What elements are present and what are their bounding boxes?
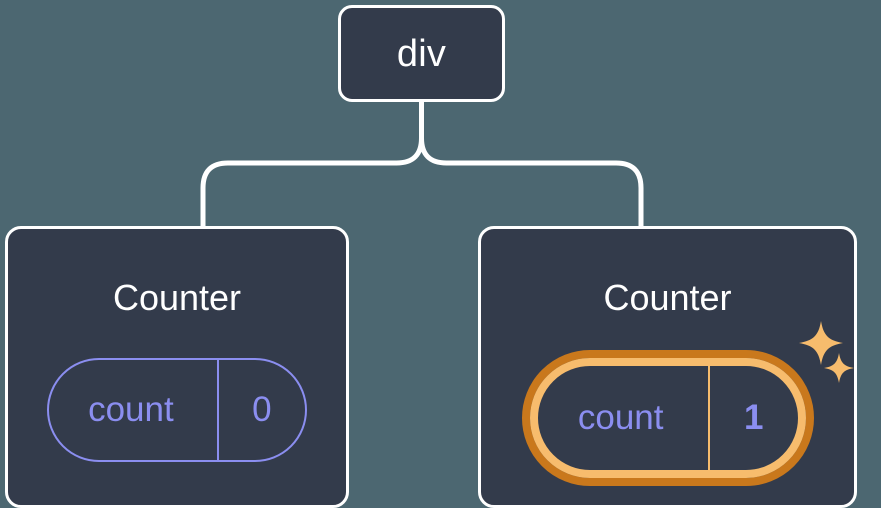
state-value-label: 1 (743, 398, 764, 437)
state-value-label: 0 (252, 390, 272, 429)
state-highlight-ring-outer: count 1 (521, 350, 814, 486)
state-pill-count[interactable]: count 0 (47, 358, 307, 462)
counter-left-state-wrap: count 0 (47, 358, 307, 462)
state-divider (216, 360, 219, 460)
diagram-canvas: div Counter count 0 Counter count 1 (5, 5, 857, 508)
state-divider (707, 366, 710, 470)
counter-right-state-wrap: count 1 (521, 350, 814, 486)
state-key-label: count (88, 390, 174, 429)
state-pill-count-updated[interactable]: count 1 (538, 366, 798, 470)
state-highlight-ring-inner: count 1 (529, 358, 806, 478)
counter-right-title: Counter (603, 277, 732, 318)
node-counter-left[interactable]: Counter count 0 (5, 226, 349, 508)
node-div[interactable]: div (338, 5, 505, 102)
counter-left-title: Counter (112, 277, 242, 318)
node-counter-right[interactable]: Counter count 1 (478, 226, 857, 508)
node-div-label: div (396, 32, 447, 75)
state-key-label: count (577, 398, 664, 437)
